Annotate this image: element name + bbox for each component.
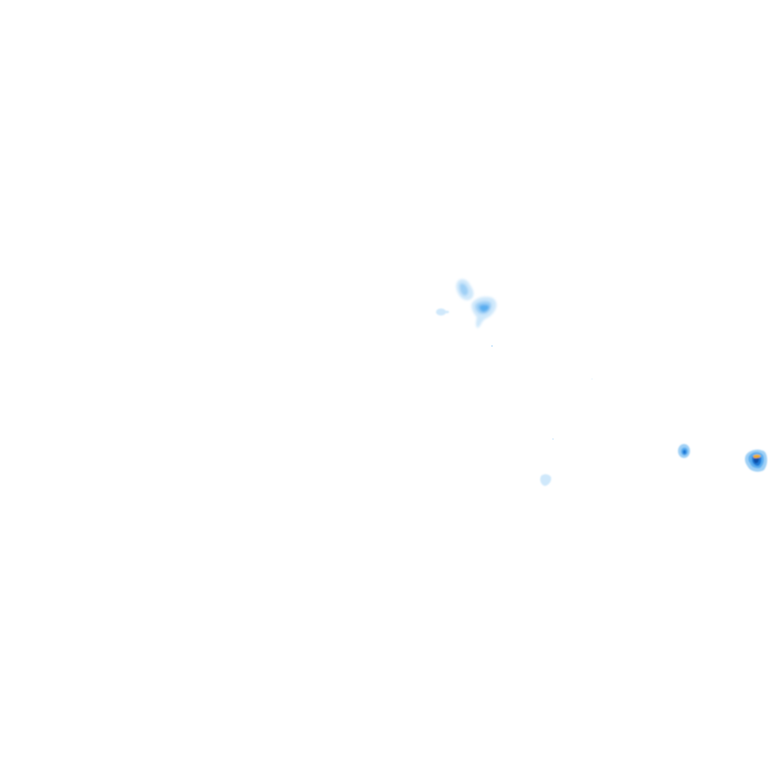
precip-cell-north-cluster-a (456, 279, 474, 301)
precip-cell-east-small (678, 444, 690, 458)
precip-cell-north-cluster-b (471, 296, 497, 328)
precip-cell-east-edge (744, 449, 768, 472)
precip-cell-west-small (436, 308, 449, 316)
precip-cell-south-small (540, 474, 552, 486)
precip-specks (491, 345, 593, 440)
